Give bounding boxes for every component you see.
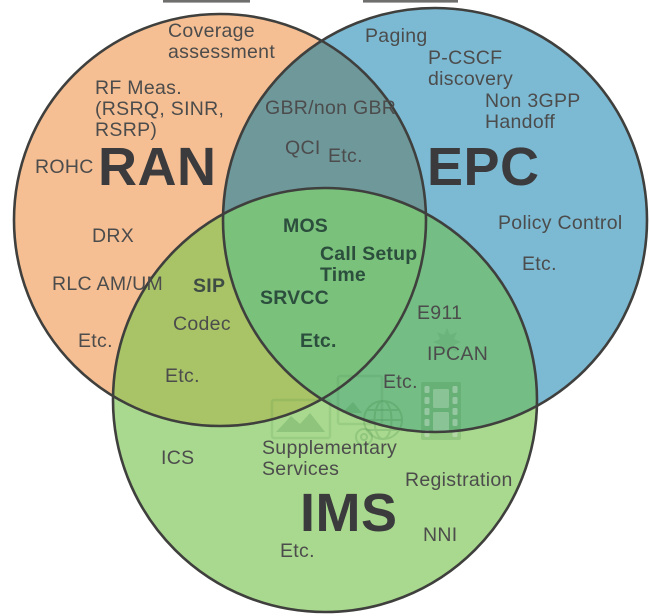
ran-epc-item-qci: QCI (285, 137, 321, 159)
ims-item-ics: ICS (161, 447, 195, 469)
epc-circle-outline (221, 6, 649, 434)
epc-ims-item-e911: E911 (417, 302, 463, 324)
cropped-top-line-right (363, 0, 458, 3)
ims-item-registration: Registration (405, 469, 513, 491)
epc-item-non-3gpp: Non 3GPP Handoff (485, 90, 581, 133)
center-item-etc: Etc. (300, 330, 337, 352)
epc-title: EPC (427, 137, 540, 197)
ran-circle-outline (12, 12, 428, 428)
center-item-mos: MOS (283, 215, 329, 237)
ran-title: RAN (98, 137, 217, 197)
ran-ims-item-sip: SIP (193, 275, 226, 297)
ims-item-supplementary-services: Supplementary Services (262, 437, 398, 480)
ims-circle-outline (111, 186, 539, 614)
cropped-top-line-left (163, 0, 250, 3)
epc-item-paging: Paging (365, 25, 428, 47)
ran-item-coverage: Coverage assessment (168, 20, 276, 63)
ran-ims-item-etc: Etc. (165, 365, 200, 387)
chart-picture-icon (336, 374, 384, 426)
ran-item-rohc: ROHC (35, 156, 94, 178)
epc-item-pcscf: P-CSCF discovery (428, 47, 514, 90)
ims-item-etc: Etc. (280, 540, 315, 562)
ran-epc-item-gbr: GBR/non GBR (265, 97, 397, 119)
ran-item-etc: Etc. (78, 330, 113, 352)
center-item-call-setup-time: Call Setup Time (320, 243, 418, 286)
ran-epc-item-etc: Etc. (328, 145, 363, 167)
ims-item-nni: NNI (423, 524, 458, 546)
ran-item-drx: DRX (92, 225, 135, 247)
epc-ims-item-etc: Etc. (383, 371, 418, 393)
epc-item-policy-control: Policy Control (498, 212, 623, 234)
epc-ims-item-ipcan: IPCAN (427, 343, 489, 365)
center-item-srvcc: SRVCC (260, 287, 329, 309)
ran-item-rf-meas: RF Meas. (RSRQ, SINR, RSRP) (95, 77, 225, 141)
ran-ims-item-codec: Codec (173, 313, 231, 335)
burst-icon (433, 328, 461, 356)
watermark-icons (270, 328, 461, 446)
ran-item-rlc: RLC AM/UM (52, 273, 164, 295)
epc-item-etc: Etc. (522, 253, 557, 275)
gear-icon (355, 428, 373, 446)
ims-title: IMS (300, 483, 398, 543)
